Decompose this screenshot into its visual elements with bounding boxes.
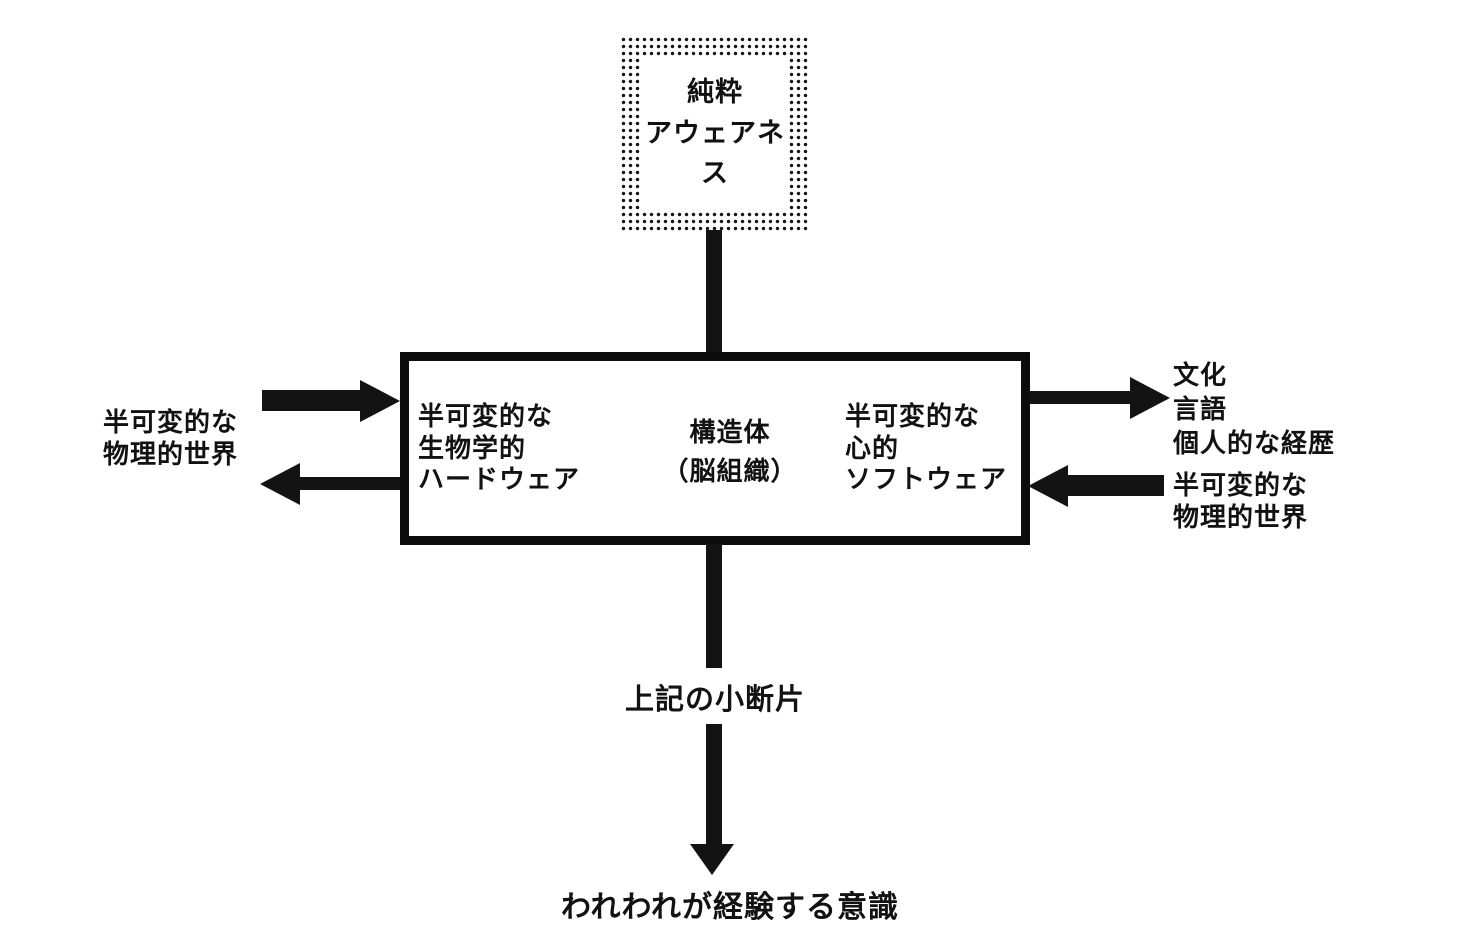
culture-language-history-label: 文化 言語 個人的な経歴 (1173, 361, 1336, 459)
arrow-head (360, 380, 400, 422)
left-physical-world-label: 半可変的な 物理的世界 (103, 408, 239, 470)
arrow-shaft (706, 544, 722, 668)
software-label: 半可変的な 心的 ソフトウェア (845, 402, 1008, 496)
arrow-shaft (706, 230, 722, 380)
structure-label: 構造体 （脳組織） (662, 418, 798, 487)
arrow-head (1028, 465, 1068, 507)
main-structure-box (400, 352, 1030, 545)
pure-awareness-box: 純粋 アウェアネス (620, 36, 810, 232)
arrow-shaft (262, 390, 362, 411)
hardware-label: 半可変的な 生物学的 ハードウェア (418, 402, 581, 496)
right-physical-world-label: 半可変的な 物理的世界 (1173, 471, 1309, 533)
pure-awareness-label: 純粋 アウェアネス (641, 57, 789, 211)
arrow-head (1130, 377, 1170, 419)
consciousness-label: われわれが経験する意識 (561, 890, 899, 925)
arrow-shaft (1030, 391, 1132, 404)
arrow-shaft (1066, 475, 1164, 496)
arrow-head (260, 463, 300, 505)
fragment-label: 上記の小断片 (624, 682, 805, 716)
arrow-shaft (298, 477, 400, 490)
arrow-head (690, 844, 734, 875)
arrow-shaft (706, 724, 722, 846)
